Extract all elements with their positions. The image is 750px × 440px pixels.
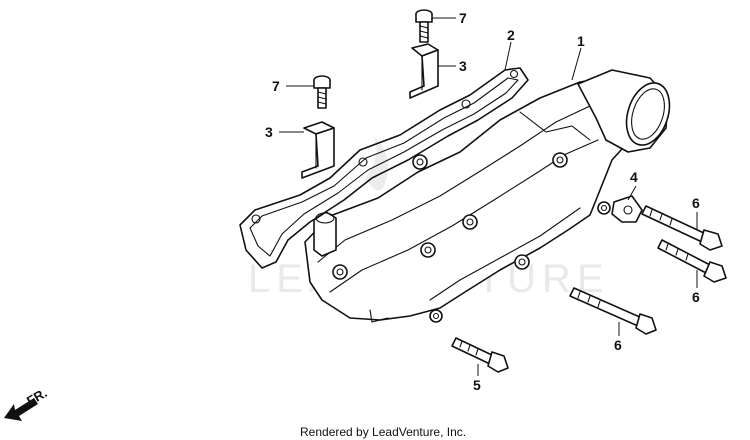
bracket-upper bbox=[409, 43, 439, 99]
callout-7-upper: 7 bbox=[459, 10, 467, 26]
mounting-bosses bbox=[313, 152, 611, 323]
callout-1: 1 bbox=[577, 33, 585, 49]
callout-2: 2 bbox=[507, 27, 515, 43]
air-guide-cover bbox=[304, 69, 671, 323]
callout-7-lower: 7 bbox=[272, 78, 280, 94]
front-direction-indicator: FR. bbox=[4, 385, 50, 421]
render-credit: Rendered by LeadVenture, Inc. bbox=[300, 425, 466, 439]
callout-6-right-upper: 6 bbox=[692, 195, 700, 211]
callout-labels: 1 2 3 3 4 5 6 6 6 7 7 bbox=[265, 10, 700, 393]
bracket-lower bbox=[301, 121, 335, 179]
callout-5: 5 bbox=[473, 377, 481, 393]
callout-3-upper: 3 bbox=[459, 58, 467, 74]
bolt-7-upper bbox=[415, 9, 433, 43]
leader-lines bbox=[279, 17, 698, 376]
front-arrow-icon bbox=[4, 398, 38, 421]
callout-3-lower: 3 bbox=[265, 124, 273, 140]
bolt-6-right-lower bbox=[657, 239, 727, 283]
callout-6-right-lower: 6 bbox=[692, 289, 700, 305]
callout-4: 4 bbox=[630, 169, 638, 185]
bolt-5 bbox=[451, 337, 509, 373]
bolt-6-right-upper bbox=[641, 205, 723, 251]
bolt-6-center bbox=[569, 287, 657, 335]
gasket bbox=[239, 67, 529, 269]
clip-4 bbox=[611, 195, 643, 223]
bolt-7-lower bbox=[313, 75, 331, 109]
watermark-logo bbox=[365, 136, 389, 191]
callout-6-center: 6 bbox=[614, 337, 622, 353]
